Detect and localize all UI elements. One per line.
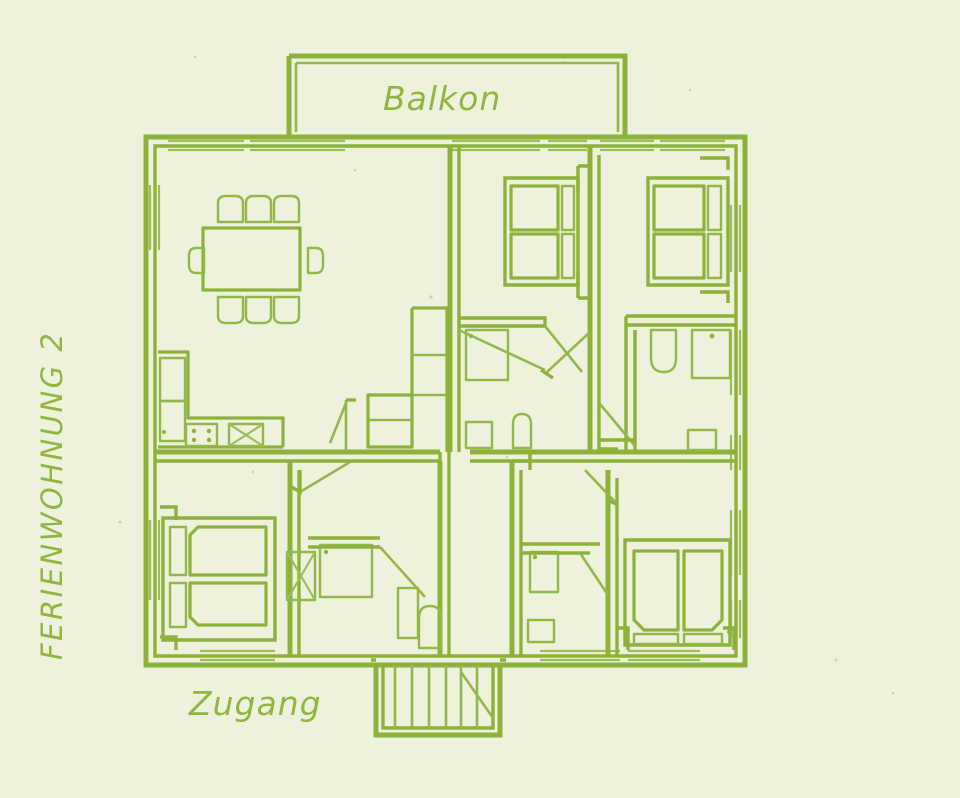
fixture-cabinet-bad4 <box>526 618 556 644</box>
entry-stairs-direction-line <box>459 671 495 719</box>
room-bad-1 <box>458 325 591 450</box>
door-swing-bad1 <box>458 328 546 372</box>
sink-tap-bad4 <box>532 554 538 560</box>
room-bad-2 <box>599 328 732 452</box>
furniture-pillow-1b <box>560 232 576 280</box>
bed-corner-dot-4b <box>727 630 731 634</box>
furniture-bed-2b <box>652 232 706 280</box>
room-schlafzimmer-4 <box>617 538 736 650</box>
door-swing-hall-a <box>543 325 584 373</box>
door-swing-living <box>328 402 348 444</box>
furniture-dining-chairs-sides <box>187 246 325 275</box>
room-bad-3 <box>285 536 443 650</box>
fixture-sink-bad1 <box>464 420 494 450</box>
room-schlafzimmer-3 <box>160 505 277 650</box>
room-schlafzimmer-2 <box>646 156 730 303</box>
bed-group-frame-3 <box>161 516 277 642</box>
furniture-dining-chairs-top <box>216 194 301 224</box>
entry-stair-treads <box>393 665 479 728</box>
windows-left-wall <box>148 185 161 600</box>
fixture-bathtub-bad2 <box>690 328 732 380</box>
furniture-pillow-3b <box>168 581 188 629</box>
bathtub-drain-bad2 <box>709 333 715 339</box>
room-label-zugang: Zugang <box>188 684 322 723</box>
furniture-cabinet-lower <box>158 399 187 443</box>
entry-stairs <box>371 658 506 738</box>
room-wohn-essraum <box>158 194 356 452</box>
furniture-pillow-2b <box>706 232 723 280</box>
furniture-kitchen-counter <box>158 350 285 447</box>
paper-specks <box>118 55 895 695</box>
bed-group-frame-4 <box>623 538 732 647</box>
fixture-cabinet-bad3 <box>396 586 420 640</box>
furniture-pillow-3a <box>168 525 188 577</box>
cabinet-handle-dot <box>162 430 166 434</box>
fixture-toilet-bad1 <box>511 412 533 450</box>
windows-top-wall <box>168 139 725 152</box>
building-outline <box>143 134 748 668</box>
furniture-pillow-2a <box>706 184 723 232</box>
furniture-bed-2a <box>652 184 706 232</box>
furniture-bed-4a <box>632 549 680 632</box>
hall-door-stubs <box>289 452 619 507</box>
door-swing-hall-bottom-left <box>299 460 351 494</box>
fixture-shower-bad3 <box>285 550 317 602</box>
furniture-bed-4b <box>682 549 724 632</box>
stairs-closet-block <box>366 306 449 452</box>
furniture-bed-3b <box>188 581 268 627</box>
sink-tap-bad3 <box>323 549 329 555</box>
apartment-title-vertical: FERIENWOHNUNG 2 <box>35 331 69 660</box>
furniture-bed-1a <box>509 184 560 232</box>
fixture-sink-bad3 <box>318 543 374 599</box>
furniture-pillow-1a <box>560 184 576 232</box>
room-schlafzimmer-1 <box>503 164 590 300</box>
fixture-toilet-bad2 <box>649 328 678 374</box>
appliance-sink <box>227 422 265 448</box>
door-swing-hall-bottom-right <box>584 469 619 506</box>
entry-stairs-outline <box>373 665 503 738</box>
stove-burners <box>191 428 212 443</box>
door-swing-hall-b <box>546 331 591 373</box>
furniture-bed-1b <box>509 232 560 280</box>
room-label-balkon: Balkon <box>383 79 501 118</box>
furniture-bed-3a <box>188 525 268 577</box>
room-balkon <box>286 53 628 137</box>
furniture-dining-chairs-bottom <box>216 295 301 325</box>
fixture-cabinet-bad2 <box>686 428 718 452</box>
appliance-stove <box>184 422 219 448</box>
bed-group-frame-2 <box>646 176 730 287</box>
room-bad-4 <box>521 542 610 644</box>
furniture-pillow-4a <box>632 632 680 646</box>
bed-corner-dot-4a <box>623 630 627 634</box>
door-swing-bad4 <box>578 552 610 596</box>
furniture-pillow-4b <box>682 632 724 646</box>
fixture-shower-bad1 <box>464 328 510 382</box>
fixture-toilet-bad3 <box>417 604 443 650</box>
